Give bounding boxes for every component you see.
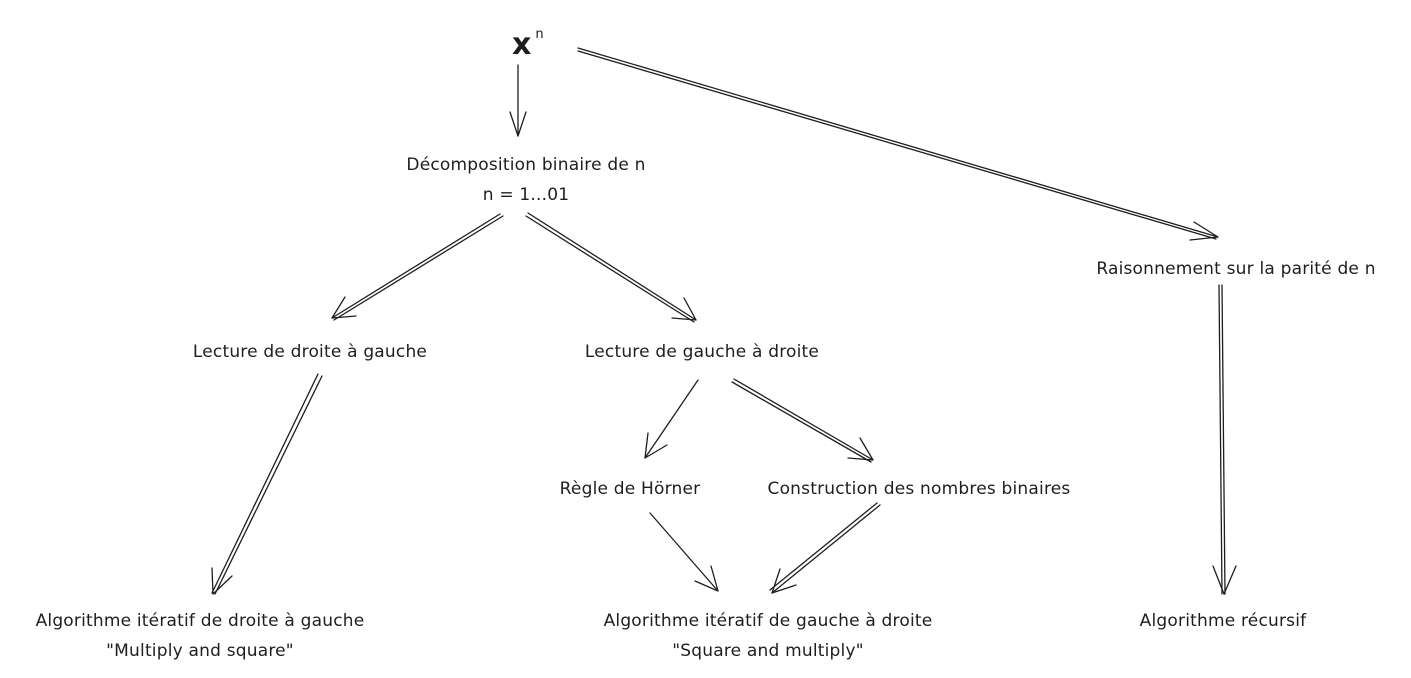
node-droite-gauche: Lecture de droite à gauche (172, 337, 448, 367)
arrow-root-to-parite (577, 47, 1219, 241)
arrow-root-to-decomposition (509, 64, 527, 137)
node-decomposition-title: Décomposition binaire de n (406, 155, 646, 175)
arrow-decomposition-to-gauche-droite (525, 212, 697, 323)
arrow-gauche-droite-to-horner (644, 379, 699, 459)
node-parite: Raisonnement sur la parité de n (1078, 254, 1394, 284)
arrow-decomposition-to-droite-gauche (331, 213, 504, 321)
node-algo-gauche-droite-subtitle: "Square and multiply" (672, 641, 864, 661)
node-algo-droite-gauche: Algorithme itératif de droite à gauche "… (8, 606, 392, 666)
node-algo-recursif: Algorithme récursif (1128, 606, 1318, 636)
arrow-horner-to-algo-gd (649, 512, 719, 592)
node-parite-title: Raisonnement sur la parité de n (1096, 259, 1376, 279)
arrow-parite-to-algo-rec (1212, 284, 1237, 595)
node-decomposition-subtitle: n = 1...01 (482, 185, 570, 205)
node-construction-title: Construction des nombres binaires (767, 479, 1071, 499)
node-horner: Règle de Hörner (548, 474, 712, 504)
arrow-construction-to-algo-gd (769, 502, 881, 594)
node-algo-gauche-droite: Algorithme itératif de gauche à droite "… (576, 606, 960, 666)
node-algo-droite-gauche-title: Algorithme itératif de droite à gauche (35, 611, 365, 631)
root-base: x (512, 27, 532, 62)
node-algo-recursif-title: Algorithme récursif (1139, 611, 1307, 631)
node-construction: Construction des nombres binaires (750, 474, 1088, 504)
node-horner-title: Règle de Hörner (559, 479, 701, 499)
node-gauche-droite: Lecture de gauche à droite (564, 337, 840, 367)
root-exponent: n (535, 27, 544, 42)
node-droite-gauche-title: Lecture de droite à gauche (192, 342, 428, 362)
arrow-gauche-droite-to-construction (731, 378, 874, 463)
node-algo-droite-gauche-subtitle: "Multiply and square" (106, 641, 294, 661)
node-algo-gauche-droite-title: Algorithme itératif de gauche à droite (603, 611, 933, 631)
arrow-droite-gauche-to-algo-dg (211, 373, 323, 595)
node-decomposition: Décomposition binaire de n n = 1...01 (396, 150, 656, 210)
node-gauche-droite-title: Lecture de gauche à droite (584, 342, 820, 362)
